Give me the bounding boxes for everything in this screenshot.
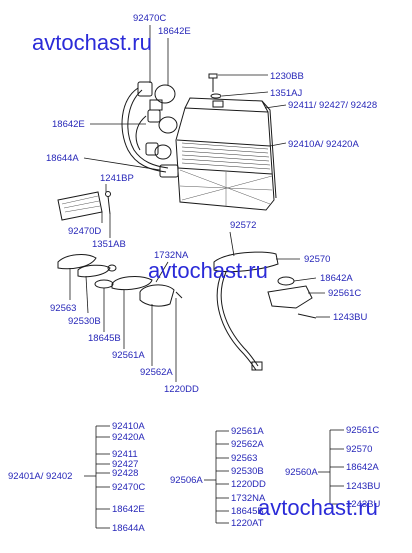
label-18642e-left: 18642E <box>52 119 85 130</box>
tree-item: 92427 <box>112 459 138 470</box>
bulb-icon <box>277 276 295 286</box>
marker-lens <box>213 251 279 273</box>
tree-item: 92420A <box>112 432 145 443</box>
tree-item: 92470C <box>112 482 145 493</box>
label-1230bb: 1230BB <box>270 71 304 82</box>
lamp-housing <box>175 107 275 211</box>
label-92570: 92570 <box>304 254 330 265</box>
wiring-harness <box>135 115 147 151</box>
tree-item: 1220AT <box>231 518 264 529</box>
wiring-harness <box>121 87 167 173</box>
leader-lines <box>69 25 330 382</box>
lamp-clip <box>212 100 224 108</box>
label-92561c: 92561C <box>328 288 361 299</box>
lamp-housing-top <box>184 97 269 113</box>
tree-item: 92428 <box>112 468 138 479</box>
wiring-harness <box>220 271 259 367</box>
tree-item: 92561C <box>346 425 379 436</box>
label-92470c: 92470C <box>133 13 166 24</box>
label-18645b: 18645B <box>88 333 121 344</box>
label-1732na: 1732NA <box>154 250 189 261</box>
lamp-housing-side <box>261 100 277 199</box>
tree-item: 18644A <box>112 523 145 534</box>
washer-icon <box>210 93 222 99</box>
label-18642e-top: 18642E <box>158 26 191 37</box>
tree-item: 1220DD <box>231 479 266 490</box>
screw-icon <box>297 313 317 319</box>
label-92411-92427-92428: 92411/ 92427/ 92428 <box>288 100 377 111</box>
tree-item: 18642A <box>346 462 379 473</box>
tree-item: 1243BU <box>346 481 380 492</box>
watermark: avtochast.ru <box>32 30 152 55</box>
marker-housing <box>267 285 313 309</box>
tree-item: 18642E <box>112 504 145 515</box>
gasket-icon <box>94 279 114 289</box>
connector-icon <box>251 361 263 371</box>
label-1243bu: 1243BU <box>333 312 367 323</box>
connector-icon <box>159 164 179 178</box>
tree-root: 92560A <box>285 467 318 478</box>
label-18642a: 18642A <box>320 273 353 284</box>
part-tree-92401a: 92401A/ 92402 92410A 92420A 92411 92427 … <box>8 421 145 534</box>
tree-item: 18645B <box>231 506 264 517</box>
label-92561a: 92561A <box>112 350 145 361</box>
lens-divider <box>176 139 271 147</box>
lens-divider <box>177 167 273 175</box>
tree-item: 92561A <box>231 426 264 437</box>
reflector-artwork <box>57 191 111 221</box>
tree-item: 1243BU <box>346 499 380 510</box>
tree-item: 92570 <box>346 444 372 455</box>
bulb-icon <box>107 264 117 272</box>
tree-item: 92411 <box>112 449 138 460</box>
tree-item: 92562A <box>231 439 264 450</box>
label-1241bp: 1241BP <box>100 173 134 184</box>
screw-icon <box>107 195 111 215</box>
bulb-socket-icon <box>147 109 178 134</box>
tail-lamp-artwork <box>121 73 277 211</box>
label-92572: 92572 <box>230 220 256 231</box>
label-1351ab: 1351AB <box>92 239 126 250</box>
label-92470d: 92470D <box>68 226 101 237</box>
part-tree-92506a: 92506A 92561A 92562A 92563 92530B 1220DD… <box>170 426 266 529</box>
tree-root: 92506A <box>170 475 203 486</box>
watermark: avtochast.ru <box>258 495 378 520</box>
watermark: avtochast.ru <box>148 258 268 283</box>
tree-item: 1732NA <box>231 493 266 504</box>
label-92410a-92420a: 92410A/ 92420A <box>288 139 359 150</box>
bulb-socket-icon <box>137 81 176 111</box>
label-92562a: 92562A <box>140 367 173 378</box>
tree-item: 92530B <box>231 466 264 477</box>
screw-head <box>208 73 218 79</box>
label-92563: 92563 <box>50 303 76 314</box>
wiring-harness <box>127 89 169 169</box>
part-tree-92560a: 92560A 92561C 92570 18642A 1243BU 1243BU <box>285 425 380 510</box>
label-1220dd: 1220DD <box>164 384 199 395</box>
label-18644a: 18644A <box>46 153 79 164</box>
lamp-housing <box>139 284 175 307</box>
lamp-bezel <box>77 264 111 278</box>
tree-item: 92563 <box>231 453 257 464</box>
tree-root: 92401A/ 92402 <box>8 471 72 482</box>
tree-item: 92410A <box>112 421 145 432</box>
lamp-cover <box>111 276 153 291</box>
screw-icon <box>175 291 183 299</box>
label-92530b: 92530B <box>68 316 101 327</box>
callout-labels: 92470C 18642E 1230BB 1351AJ 92411/ 92427… <box>46 13 377 395</box>
lamp-lens <box>57 254 97 270</box>
label-1351aj: 1351AJ <box>270 88 302 99</box>
marker-lamp-artwork <box>213 251 317 371</box>
bulb-socket-icon <box>145 142 172 160</box>
license-lamp-artwork <box>57 254 183 307</box>
